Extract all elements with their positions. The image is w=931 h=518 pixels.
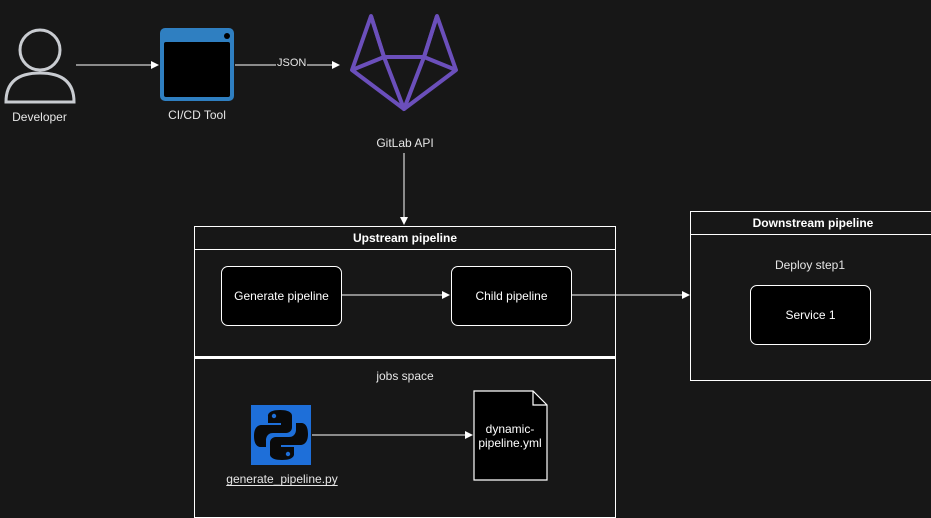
python-logo-icon — [251, 405, 311, 465]
upstream-pipeline-title: Upstream pipeline — [195, 227, 615, 250]
service-1-node[interactable]: Service 1 — [750, 285, 871, 345]
developer-label: Developer — [12, 110, 67, 124]
gitlab-logo-icon — [350, 14, 458, 111]
upstream-divider — [194, 356, 615, 359]
generate-pipeline-node[interactable]: Generate pipeline — [221, 266, 342, 326]
script-file-label: generate_pipeline.py — [226, 472, 338, 486]
document-icon — [473, 390, 548, 481]
deploy-step-label: Deploy step1 — [774, 258, 846, 272]
jobs-space-label: jobs space — [376, 369, 434, 383]
child-pipeline-node[interactable]: Child pipeline — [451, 266, 572, 326]
user-icon — [4, 28, 76, 104]
application-window-icon — [160, 28, 234, 101]
downstream-pipeline-title: Downstream pipeline — [691, 212, 931, 235]
downstream-pipeline-container: Downstream pipeline — [690, 211, 931, 381]
yaml-file-label: dynamic- pipeline.yml — [478, 422, 542, 450]
gitlab-label: GitLab API — [376, 136, 434, 150]
cicd-label: CI/CD Tool — [168, 108, 226, 122]
edge-json-label: JSON — [276, 57, 308, 69]
connectors — [76, 61, 690, 439]
